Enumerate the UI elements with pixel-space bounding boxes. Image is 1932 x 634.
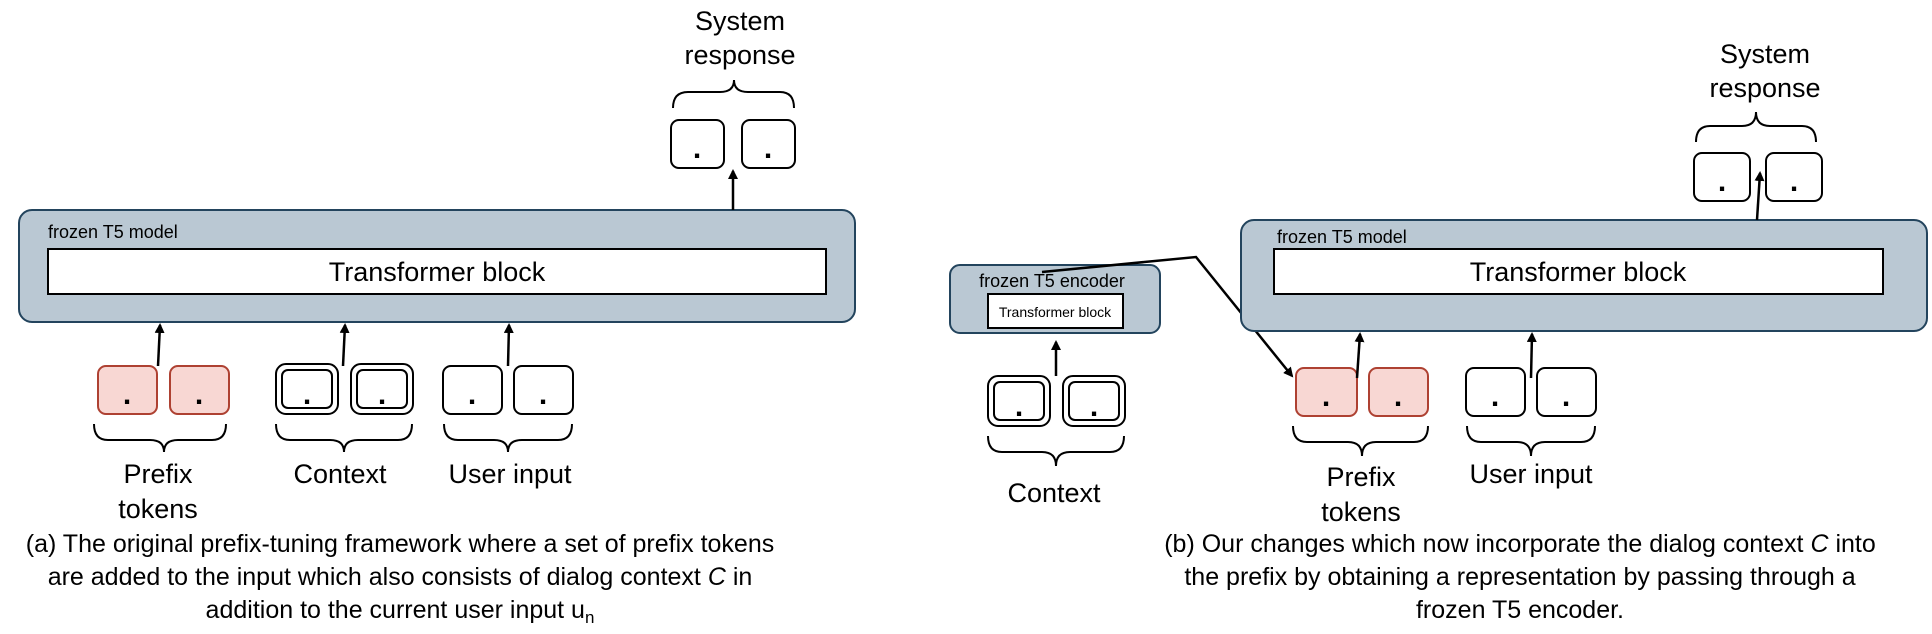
context-token-inner: [356, 369, 408, 409]
encoder-transformer-block-label: Transformer block: [999, 304, 1112, 320]
encoder-transformer-block: [987, 293, 1124, 329]
user-input-token: [1465, 367, 1526, 417]
output-token-dot: .: [764, 132, 772, 165]
user-input-label: User input: [1469, 459, 1593, 489]
caption-a-line-1: (a) The original prefix-tuning framework…: [25, 530, 775, 558]
prefix-token-dot: .: [1322, 380, 1330, 413]
arrow-context-to-model: [339, 323, 350, 367]
arrow-prefix-to-model: [154, 323, 165, 367]
context-token-dot: .: [1015, 390, 1023, 423]
context-brace: [987, 435, 1125, 467]
context-label: Context: [1007, 478, 1101, 508]
context-token: [987, 375, 1051, 427]
caption-a-subscript-n: n: [584, 608, 595, 627]
caption-a-line-2: are added to the input which also consis…: [0, 561, 800, 594]
caption-b-line-1-text: (b) Our changes which now incorporate th…: [1164, 530, 1811, 558]
transformer-block: [1273, 248, 1884, 295]
prefix-tokens-label: Prefix: [1326, 462, 1396, 492]
system-response-label: System: [1720, 39, 1810, 69]
user-input-token: [513, 365, 574, 415]
user-input-brace: [1466, 425, 1596, 457]
prefix-brace: [1292, 425, 1429, 457]
system-response-label-2: response: [1709, 73, 1820, 103]
caption-a-line-2-text: are added to the input which also consis…: [47, 563, 708, 591]
context-brace: [275, 423, 413, 453]
caption-b-variable-c: C: [1810, 530, 1829, 558]
arrow-user-input-to-model: [1526, 332, 1537, 379]
output-token-dot: .: [1790, 165, 1798, 198]
user-input-label: User input: [448, 459, 572, 489]
prefix-tokens-label: Prefix: [123, 459, 193, 489]
frozen-t5-model-label: frozen T5 model: [1277, 227, 1407, 247]
caption-b-line-1: (b) Our changes which now incorporate th…: [1140, 528, 1900, 561]
output-token-dot: .: [1718, 165, 1726, 198]
prefix-token-dot: .: [195, 378, 203, 411]
frozen-t5-encoder-label: frozen T5 encoder: [979, 271, 1125, 291]
transformer-block-label: Transformer block: [329, 257, 546, 287]
arrow-user-input-to-model: [503, 323, 514, 367]
transformer-block-label: Transformer block: [1470, 257, 1687, 287]
system-response-label: System: [695, 6, 785, 36]
prefix-token: [169, 365, 230, 415]
user-input-token-dot: .: [1491, 380, 1499, 413]
caption-a-line-2-end: in: [725, 563, 753, 591]
caption-b-line-3: frozen T5 encoder.: [1415, 596, 1624, 624]
prefix-token: [97, 365, 158, 415]
caption-b-line-2: the prefix by obtaining a representation…: [1184, 563, 1856, 591]
output-token: [741, 119, 796, 169]
context-token-dot: .: [303, 378, 311, 411]
context-token: [275, 363, 339, 415]
output-token: [1765, 152, 1823, 202]
prefix-token: [1295, 367, 1358, 417]
prefix-tokens-label-2: tokens: [1321, 497, 1401, 527]
context-token-inner: [281, 369, 333, 409]
caption-b-line-1-end: into: [1828, 530, 1876, 558]
frozen-t5-model-label: frozen T5 model: [48, 222, 178, 242]
context-token: [1062, 375, 1126, 427]
caption-a-line-3-text: addition to the current user input u: [205, 596, 585, 624]
arrow-prefix-to-model: [1354, 332, 1365, 379]
caption-b: (b) Our changes which now incorporate th…: [1140, 528, 1900, 627]
prefix-token-dot: .: [123, 378, 131, 411]
prefix-token: [1368, 367, 1429, 417]
prefix-token-dot: .: [1394, 380, 1402, 413]
caption-a-variable-c: C: [707, 563, 726, 591]
output-token-dot: .: [693, 132, 701, 165]
panel-b: frozen T5 encoder Transformer block . . …: [949, 39, 1928, 527]
panel-a: frozen T5 model Transformer block System…: [18, 6, 856, 524]
context-token-inner: [1068, 381, 1120, 421]
user-input-brace: [443, 423, 573, 453]
transformer-block: [47, 248, 827, 295]
caption-a-line-3: addition to the current user input un: [0, 594, 800, 634]
user-input-token-dot: .: [468, 378, 476, 411]
user-input-token-dot: .: [1562, 380, 1570, 413]
arrow-to-system-response: [1754, 171, 1765, 221]
context-token-inner: [993, 381, 1045, 421]
caption-a: (a) The original prefix-tuning framework…: [0, 528, 800, 634]
user-input-token: [442, 365, 503, 415]
output-token: [1693, 152, 1751, 202]
context-token-dot: .: [378, 378, 386, 411]
arrow-encoder-to-prefix: [1041, 255, 1294, 378]
user-input-token-dot: .: [539, 378, 547, 411]
system-response-brace: [1695, 111, 1817, 143]
system-response-label-2: response: [684, 40, 795, 70]
context-token-dot: .: [1090, 390, 1098, 423]
system-response-brace: [672, 79, 795, 109]
prefix-tokens-label-2: tokens: [118, 494, 198, 524]
context-token: [350, 363, 414, 415]
context-label: Context: [293, 459, 387, 489]
user-input-token: [1536, 367, 1597, 417]
prefix-brace: [93, 423, 227, 453]
output-token: [670, 119, 725, 169]
